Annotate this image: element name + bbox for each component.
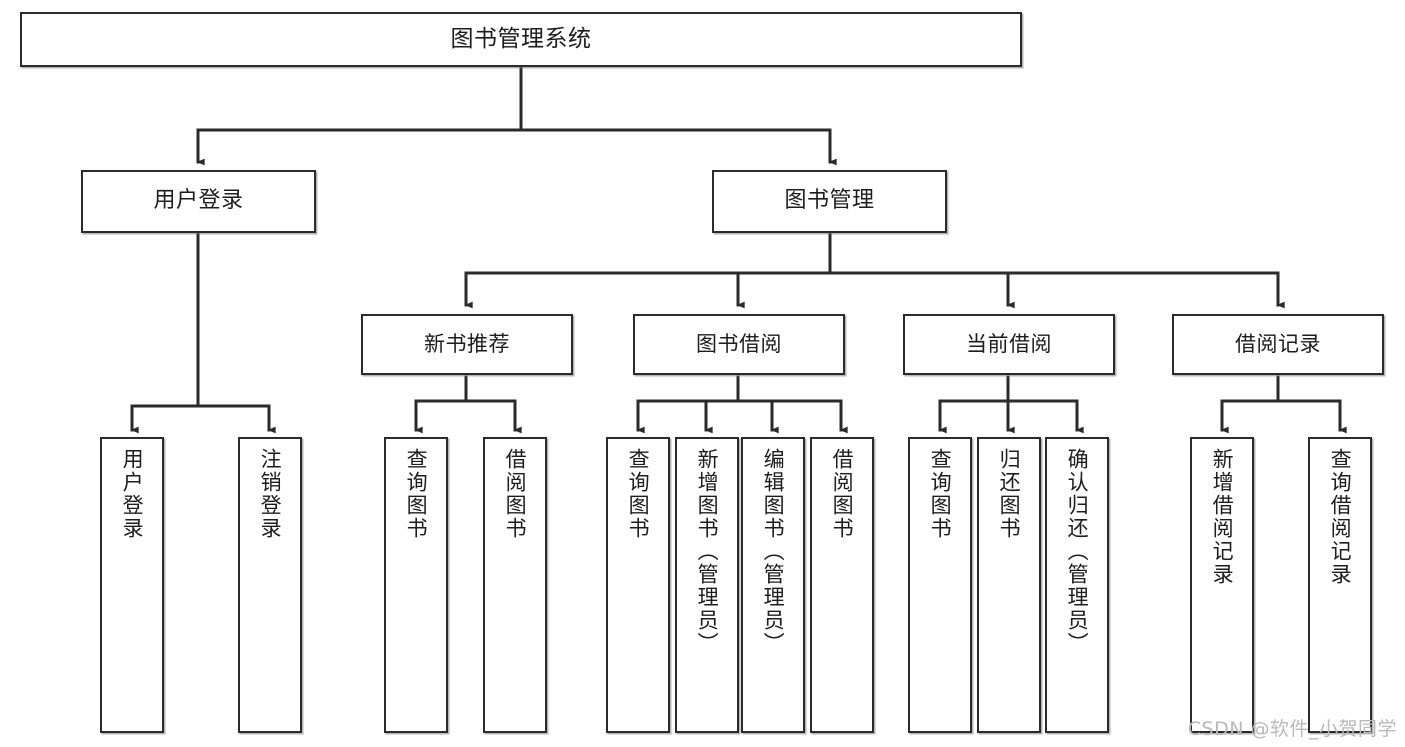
- node-label: 确认归还（管理员）: [1065, 448, 1090, 655]
- node-label: 借阅记录: [1235, 331, 1321, 356]
- node-label: 注销登录: [258, 448, 283, 540]
- node-label: 查询图书: [404, 448, 429, 540]
- node-label: 图书管理: [784, 188, 875, 214]
- node-new-book-recommend[interactable]: 新书推荐: [361, 314, 573, 375]
- node-label: 借阅图书: [503, 448, 528, 540]
- leaf-add-book-admin[interactable]: 新增图书（管理员）: [675, 437, 739, 733]
- node-label: 当前借阅: [966, 331, 1052, 356]
- leaf-add-borrow-record[interactable]: 新增借阅记录: [1190, 437, 1254, 733]
- node-label: 用户登录: [120, 448, 145, 540]
- node-current-borrow[interactable]: 当前借阅: [903, 314, 1115, 375]
- node-book-management[interactable]: 图书管理: [712, 170, 947, 233]
- node-label: 归还图书: [997, 448, 1022, 540]
- leaf-borrow-book-recommend[interactable]: 借阅图书: [483, 437, 547, 733]
- node-label: 借阅图书: [830, 448, 855, 540]
- node-user-login[interactable]: 用户登录: [81, 170, 316, 233]
- leaf-borrow-book[interactable]: 借阅图书: [810, 437, 874, 733]
- node-label: 新书推荐: [424, 331, 510, 356]
- leaf-query-book-recommend[interactable]: 查询图书: [384, 437, 448, 733]
- node-label: 图书借阅: [696, 331, 782, 356]
- node-label: 新增图书（管理员）: [695, 448, 720, 655]
- leaf-logout[interactable]: 注销登录: [238, 437, 302, 733]
- node-book-borrow[interactable]: 图书借阅: [633, 314, 845, 375]
- leaf-query-book-borrow[interactable]: 查询图书: [606, 437, 670, 733]
- leaf-query-borrow-record[interactable]: 查询借阅记录: [1308, 437, 1372, 733]
- node-label: 新增借阅记录: [1210, 448, 1235, 586]
- node-label: 编辑图书（管理员）: [761, 448, 786, 655]
- node-label: 用户登录: [153, 188, 244, 214]
- node-label: 查询借阅记录: [1328, 448, 1353, 586]
- node-label: 图书管理系统: [450, 25, 592, 52]
- csdn-watermark: CSDN @软件_小贺同学: [1187, 718, 1397, 740]
- node-label: 查询图书: [626, 448, 651, 540]
- leaf-confirm-return-admin[interactable]: 确认归还（管理员）: [1045, 437, 1109, 733]
- node-root-system[interactable]: 图书管理系统: [20, 12, 1022, 67]
- leaf-edit-book-admin[interactable]: 编辑图书（管理员）: [741, 437, 805, 733]
- leaf-user-login[interactable]: 用户登录: [100, 437, 164, 733]
- node-label: 查询图书: [928, 448, 953, 540]
- leaf-return-book[interactable]: 归还图书: [977, 437, 1041, 733]
- leaf-query-book-current[interactable]: 查询图书: [908, 437, 972, 733]
- node-borrow-record[interactable]: 借阅记录: [1172, 314, 1384, 375]
